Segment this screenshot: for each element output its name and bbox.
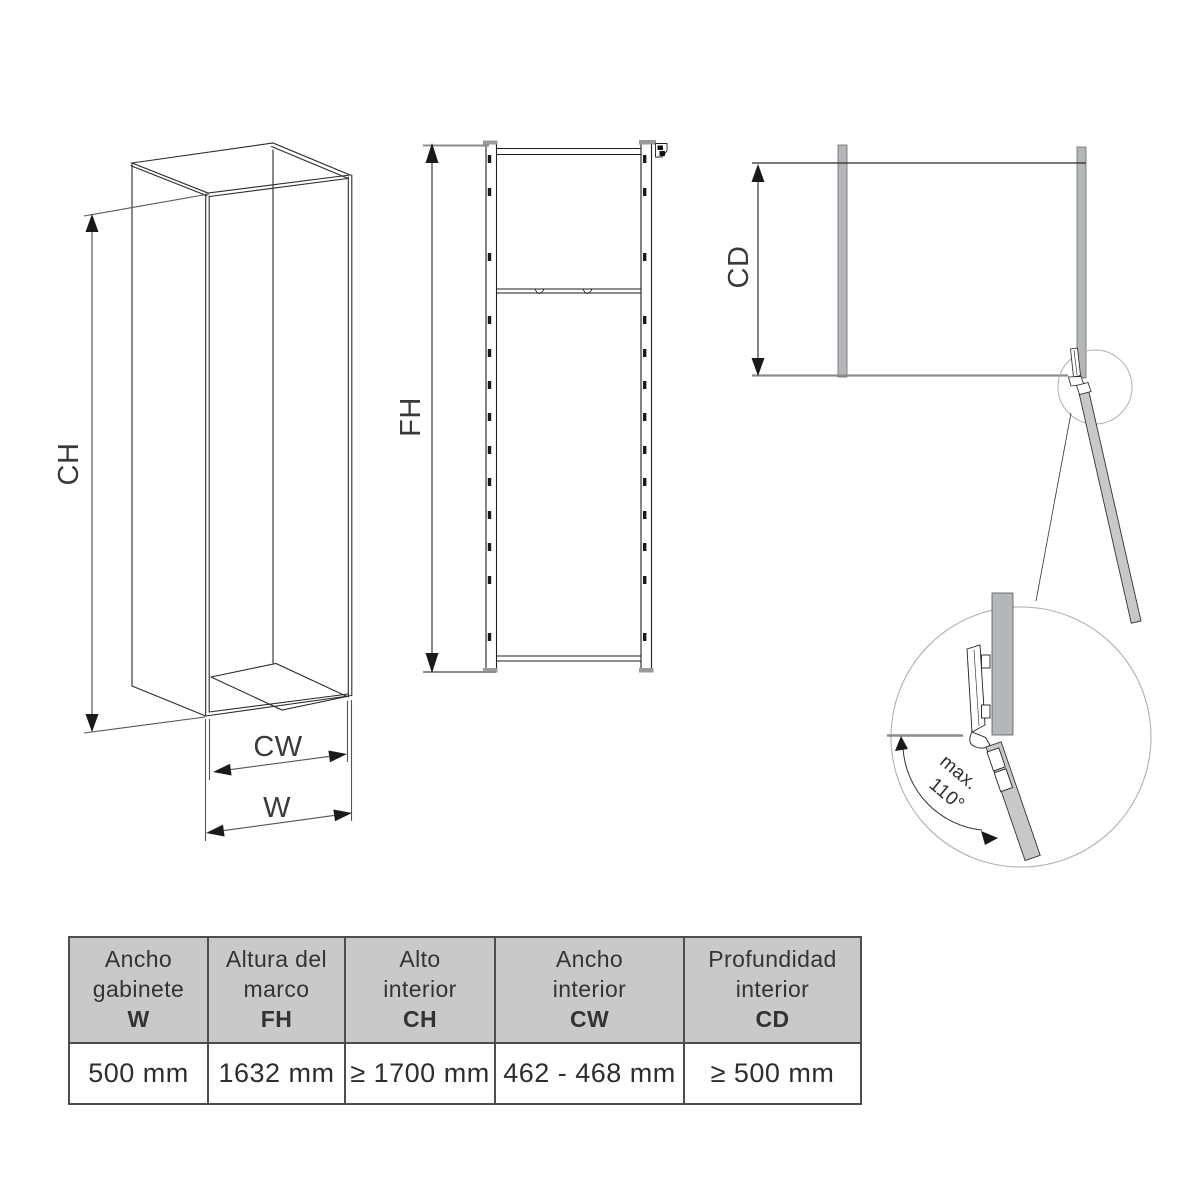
frame-top-bracket xyxy=(655,143,668,158)
spec-header-cd: Profundidad interior CD xyxy=(683,936,862,1044)
spec-header-label: Ancho gabinete xyxy=(92,945,185,1002)
spec-value-cw: 462 - 468 mm xyxy=(494,1042,685,1105)
hinge-assembly xyxy=(1035,347,1142,624)
dimension-fh: FH xyxy=(395,143,496,673)
cabinet-bottom xyxy=(131,662,353,717)
dimension-label-fh: FH xyxy=(395,397,427,437)
side-view: CD xyxy=(723,144,1142,624)
hinge-zoom-circle xyxy=(1057,349,1133,425)
arrow-right-icon xyxy=(333,809,352,822)
arrow-up-icon xyxy=(425,143,439,163)
spec-header-ch: Alto interior CH xyxy=(344,936,496,1044)
specs-table: Ancho gabinete W Altura del marco FH Alt… xyxy=(68,936,862,1105)
arrow-up-icon xyxy=(895,736,908,751)
dimension-cd: CD xyxy=(723,164,765,376)
back-panel xyxy=(837,144,848,378)
specs-value-row: 500 mm 1632 mm ≥ 1700 mm 462 - 468 mm ≥ … xyxy=(68,1042,862,1105)
spec-header-code: FH xyxy=(260,1006,293,1033)
dimension-label-cw: CW xyxy=(253,731,302,763)
spec-value-w: 500 mm xyxy=(68,1042,209,1105)
detail-hinge-cup xyxy=(986,747,1014,793)
specs-header-row: Ancho gabinete W Altura del marco FH Alt… xyxy=(68,936,862,1044)
frame-front-view xyxy=(483,140,668,673)
side-panel xyxy=(1076,146,1087,379)
arrow-right-icon xyxy=(328,750,347,763)
technical-diagram: CH CW W xyxy=(53,140,1152,868)
arrow-up-icon xyxy=(85,214,99,232)
spec-value-fh: 1632 mm xyxy=(207,1042,346,1105)
detail-side-panel xyxy=(991,592,1014,736)
spec-value-cd: ≥ 500 mm xyxy=(683,1042,862,1105)
arrow-up-icon xyxy=(751,164,765,182)
dimension-label-w: W xyxy=(263,792,291,824)
arrow-left-icon xyxy=(206,824,225,837)
cabinet-vertical-edges xyxy=(131,149,353,717)
arrow-right-icon xyxy=(981,831,998,845)
cabinet-top-face xyxy=(129,142,353,198)
isometric-cabinet-view xyxy=(129,142,353,717)
spec-header-code: CH xyxy=(402,1006,438,1033)
spec-header-cw: Ancho interior CW xyxy=(494,936,685,1044)
spec-header-fh: Altura del marco FH xyxy=(207,936,346,1044)
opening-angle-arc xyxy=(895,736,998,845)
dimension-ch: CH xyxy=(53,193,210,734)
spec-header-label: Altura del marco xyxy=(225,945,328,1002)
spec-header-label: Profundidad interior xyxy=(708,945,837,1002)
arrow-down-icon xyxy=(85,714,99,732)
spec-header-w: Ancho gabinete W xyxy=(68,936,209,1044)
detail-hinge xyxy=(966,644,991,749)
spec-header-code: W xyxy=(127,1006,150,1033)
dimension-cw-w: CW W xyxy=(204,700,353,841)
dimension-label-cd: CD xyxy=(723,246,755,289)
arrow-left-icon xyxy=(213,763,232,776)
spec-value-ch: ≥ 1700 mm xyxy=(344,1042,496,1105)
spec-header-code: CW xyxy=(569,1006,610,1033)
frame-rail-slots xyxy=(487,155,647,641)
open-door xyxy=(1078,390,1142,624)
frame-rail-caps xyxy=(483,140,656,673)
arrow-down-icon xyxy=(751,358,765,376)
hinge-detail-circle: max. 110° xyxy=(887,592,1152,868)
arrow-down-icon xyxy=(425,653,439,673)
spec-header-label: Ancho interior xyxy=(552,945,627,1002)
spec-header-code: CD xyxy=(755,1006,790,1033)
spec-header-label: Alto interior xyxy=(383,945,457,1002)
dimension-label-ch: CH xyxy=(53,443,85,486)
detail-leader-line xyxy=(1035,412,1072,602)
